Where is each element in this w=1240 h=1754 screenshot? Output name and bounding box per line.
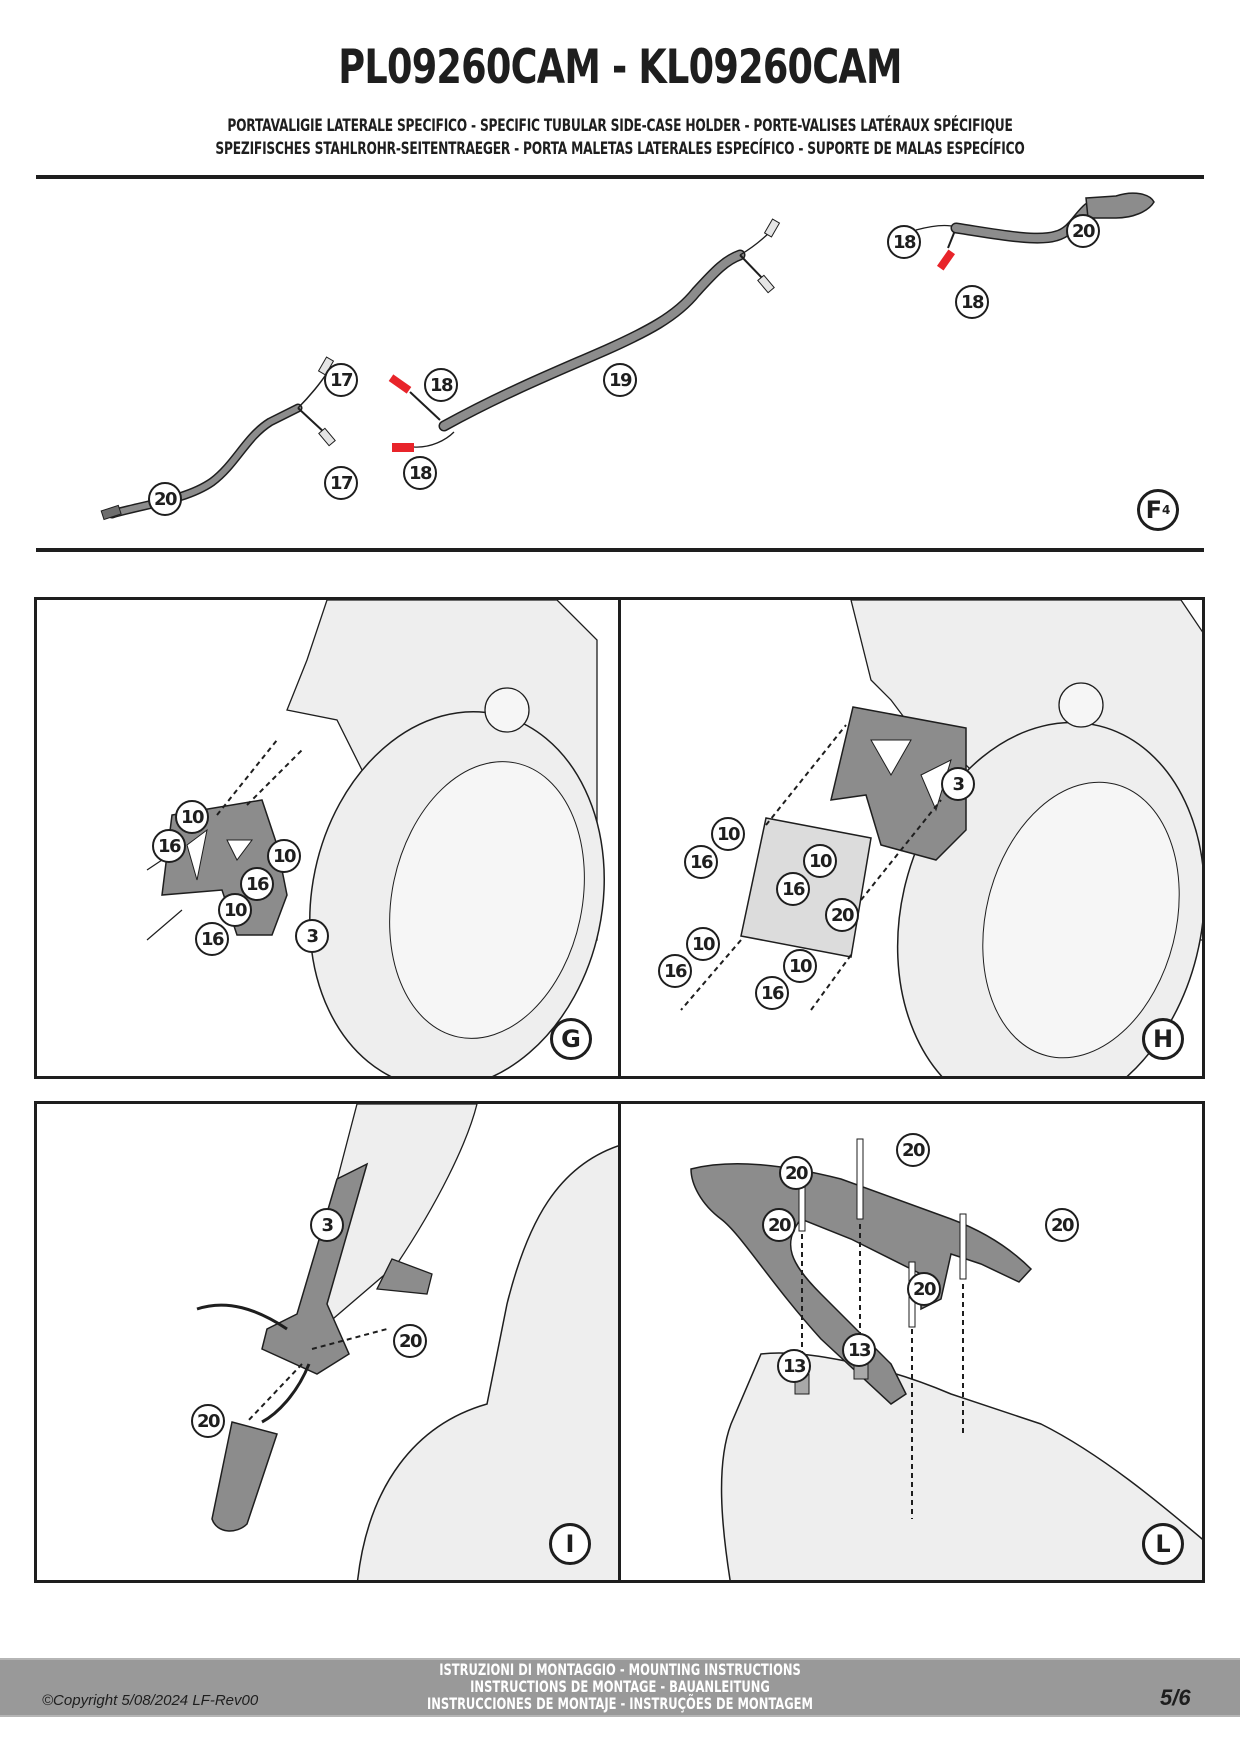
callout-part-16: 16 bbox=[240, 867, 274, 901]
callout-part-16: 16 bbox=[755, 976, 789, 1010]
step-i-panel bbox=[34, 1101, 621, 1583]
callout-part-16: 16 bbox=[684, 845, 718, 879]
step-l-panel bbox=[618, 1101, 1205, 1583]
plate-mount-illustration bbox=[680, 600, 1202, 1076]
subtitle-line-2: SPEZIFISCHES STAHLROHR-SEITENTRAEGER - P… bbox=[215, 139, 1025, 159]
callout-part-20: 20 bbox=[762, 1208, 796, 1242]
callout-part-10: 10 bbox=[711, 817, 745, 851]
callout-part-20: 20 bbox=[825, 898, 859, 932]
callout-part-17: 17 bbox=[324, 363, 358, 397]
step-h-panel bbox=[618, 597, 1205, 1079]
footer-instructions: ISTRUZIONI DI MONTAGGIO - MOUNTING INSTR… bbox=[174, 1661, 1067, 1712]
section-divider bbox=[36, 548, 1204, 552]
step-subscript: 4 bbox=[1162, 503, 1171, 517]
footer-line-2: INSTRUCTIONS DE MONTAGE - BAUANLEITUNG bbox=[470, 1677, 770, 1696]
callout-part-13: 13 bbox=[842, 1333, 876, 1367]
callout-part-18: 18 bbox=[887, 225, 921, 259]
step-label-i: I bbox=[549, 1523, 591, 1565]
footer-line-3: INSTRUCCIONES DE MONTAJE - INSTRUÇÕES DE… bbox=[426, 1694, 814, 1713]
header-divider bbox=[36, 175, 1204, 179]
callout-part-3: 3 bbox=[295, 919, 329, 953]
callout-part-10: 10 bbox=[218, 893, 252, 927]
callout-part-13: 13 bbox=[777, 1349, 811, 1383]
callout-part-3: 3 bbox=[941, 767, 975, 801]
footer-line-1: ISTRUZIONI DI MONTAGGIO - MOUNTING INSTR… bbox=[439, 1660, 801, 1679]
callout-part-18: 18 bbox=[955, 285, 989, 319]
subtitle-line-1: PORTAVALIGIE LATERALE SPECIFICO - SPECIF… bbox=[227, 116, 1013, 136]
callout-part-10: 10 bbox=[803, 844, 837, 878]
light-mount-illustration bbox=[196, 1104, 618, 1580]
callout-part-3: 3 bbox=[310, 1208, 344, 1242]
callout-part-18: 18 bbox=[403, 456, 437, 490]
callout-part-16: 16 bbox=[152, 829, 186, 863]
footer-band bbox=[0, 1658, 1240, 1717]
callout-part-10: 10 bbox=[686, 927, 720, 961]
rear-rack-illustration bbox=[690, 1138, 1202, 1580]
callout-part-19: 19 bbox=[603, 363, 637, 397]
callout-part-10: 10 bbox=[267, 839, 301, 873]
callout-part-20: 20 bbox=[907, 1272, 941, 1306]
step-label-h: H bbox=[1142, 1018, 1184, 1060]
callout-part-20: 20 bbox=[1066, 214, 1100, 248]
callout-part-18: 18 bbox=[424, 368, 458, 402]
callout-part-20: 20 bbox=[779, 1156, 813, 1190]
step-label-l: L bbox=[1142, 1523, 1184, 1565]
step-g-panel bbox=[34, 597, 621, 1079]
step-label-g: G bbox=[550, 1018, 592, 1060]
callout-part-10: 10 bbox=[783, 949, 817, 983]
callout-part-17: 17 bbox=[324, 466, 358, 500]
callout-part-20: 20 bbox=[148, 482, 182, 516]
callout-part-16: 16 bbox=[776, 872, 810, 906]
callout-part-10: 10 bbox=[175, 800, 209, 834]
callout-part-16: 16 bbox=[658, 954, 692, 988]
page-number: 5/6 bbox=[1160, 1685, 1191, 1710]
callout-part-16: 16 bbox=[195, 922, 229, 956]
copyright-notice: ©Copyright 5/08/2024 LF-Rev00 bbox=[42, 1692, 259, 1709]
license-plate-bracket-illustration bbox=[146, 600, 605, 1076]
step-letter: F bbox=[1145, 496, 1163, 524]
callout-part-20: 20 bbox=[191, 1404, 225, 1438]
callout-part-20: 20 bbox=[896, 1133, 930, 1167]
callout-part-20: 20 bbox=[393, 1324, 427, 1358]
document-title: PL09260CAM - KL09260CAM bbox=[338, 40, 902, 95]
callout-part-20: 20 bbox=[1045, 1208, 1079, 1242]
